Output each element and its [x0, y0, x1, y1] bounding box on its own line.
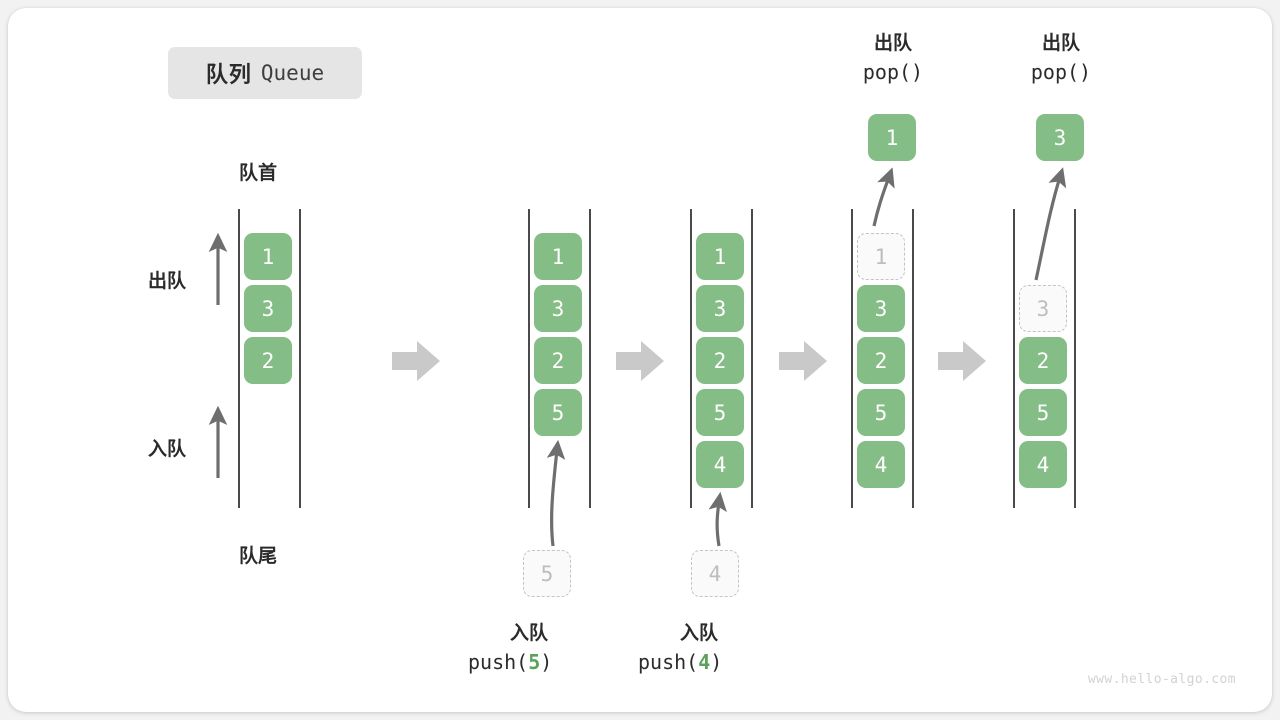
dequeue-direction-label: 出队 [148, 270, 187, 292]
pop-label-cn: 出队 [873, 32, 912, 54]
push-fn-value: 5 [528, 650, 541, 674]
rail-right-col3 [751, 209, 753, 508]
rail-right-col2 [589, 209, 591, 508]
queue-element: 3 [696, 285, 744, 332]
push-fn-prefix: push( [638, 650, 699, 674]
site-watermark: www.hello-algo.com [1087, 672, 1236, 687]
diagram-card [8, 8, 1272, 712]
queue-element: 5 [857, 389, 905, 436]
queue-element: 4 [857, 441, 905, 488]
push-label-code: push(5) [468, 647, 658, 677]
diagram-title-badge: 队列 Queue [168, 47, 362, 99]
pop-label-code: pop() [862, 60, 924, 84]
push-label-cn: 入队 [680, 622, 719, 644]
queue-element: 2 [1019, 337, 1067, 384]
pop-label-code: pop() [1030, 60, 1092, 84]
queue-element: 1 [696, 233, 744, 280]
rail-left-col5 [1013, 209, 1015, 508]
pop-caption-1: 出队 pop() [828, 30, 958, 87]
queue-element: 1 [534, 233, 582, 280]
queue-element: 4 [1019, 441, 1067, 488]
title-english: Queue [260, 61, 325, 85]
queue-element-ghost: 1 [857, 233, 905, 280]
rail-left-col4 [851, 209, 853, 508]
push-caption-1: 入队 push(5) [468, 620, 658, 677]
queue-element: 2 [244, 337, 292, 384]
queue-element: 2 [857, 337, 905, 384]
pop-caption-2: 出队 pop() [996, 30, 1126, 87]
popped-element-3: 3 [1036, 114, 1084, 161]
push-fn-value: 4 [698, 650, 711, 674]
queue-element: 3 [534, 285, 582, 332]
queue-element: 2 [534, 337, 582, 384]
push-label-code: push(4) [638, 647, 828, 677]
queue-tail-label: 队尾 [239, 545, 278, 567]
queue-element: 1 [244, 233, 292, 280]
pop-label-cn: 出队 [1041, 32, 1080, 54]
push-label-cn: 入队 [510, 622, 549, 644]
rail-right-col4 [912, 209, 914, 508]
incoming-element-5: 5 [523, 550, 571, 597]
title-chinese: 队列 [205, 63, 252, 88]
queue-element-pushed: 4 [696, 441, 744, 488]
rail-right-col5 [1074, 209, 1076, 508]
rail-left-col3 [690, 209, 692, 508]
rail-left-col2 [528, 209, 530, 508]
queue-element: 3 [857, 285, 905, 332]
queue-element: 3 [244, 285, 292, 332]
enqueue-direction-label: 入队 [148, 438, 187, 460]
queue-element: 2 [696, 337, 744, 384]
incoming-element-4: 4 [691, 550, 739, 597]
push-fn-prefix: push( [468, 650, 529, 674]
push-fn-suffix: ) [710, 650, 723, 674]
queue-element-pushed: 5 [534, 389, 582, 436]
queue-element-ghost: 3 [1019, 285, 1067, 332]
queue-head-label: 队首 [239, 162, 278, 184]
popped-element-1: 1 [868, 114, 916, 161]
queue-element: 5 [696, 389, 744, 436]
rail-left-col1 [238, 209, 240, 508]
push-caption-2: 入队 push(4) [638, 620, 828, 677]
queue-element: 5 [1019, 389, 1067, 436]
rail-right-col1 [299, 209, 301, 508]
push-fn-suffix: ) [540, 650, 553, 674]
